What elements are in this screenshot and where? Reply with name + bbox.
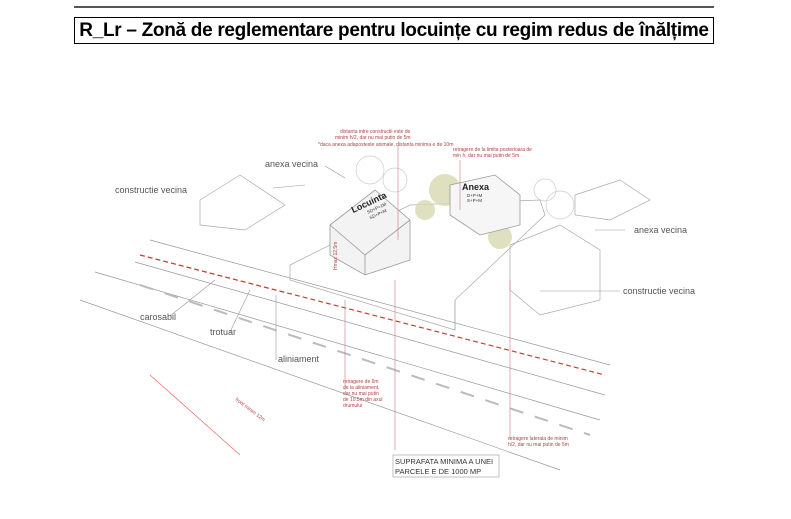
label-constructie-vecina-left: constructie vecina	[115, 185, 187, 195]
note-distanta-1: distanta intre constructii este de	[340, 129, 411, 135]
label-anexa-vecina-left: anexa vecina	[265, 159, 318, 169]
note-aliniament-4: de 10.5m din axul	[343, 397, 382, 403]
note-aliniament-2: de la aliniament,	[343, 385, 379, 391]
note-posterioara-2: min h, dar nu mai putin de 5m	[453, 153, 519, 159]
note-posterioara-1: retragere de la limita posterioara de	[453, 147, 532, 153]
label-aliniament: aliniament	[278, 354, 320, 364]
label-anexa-vecina-right: anexa vecina	[634, 225, 687, 235]
label-leaders	[169, 165, 625, 360]
note-suprafata-1: SUPRAFATA MINIMA A UNEI	[395, 457, 493, 466]
note-distanta-2: minim h/2, dar nu mai putin de 5m	[335, 135, 411, 141]
road	[79, 239, 611, 471]
house-locuinta	[329, 189, 411, 276]
note-laterala-2: h/2, dar nu mai putin de 5m	[508, 442, 569, 448]
label-carosabil: carosabil	[140, 312, 176, 322]
annotation-lines	[149, 145, 511, 456]
title-box: R_Lr – Zonă de reglementare pentru locui…	[74, 17, 714, 44]
label-constructie-vecina-right: constructie vecina	[623, 286, 695, 296]
alignment-limit-line	[139, 254, 606, 376]
note-aliniament-5: drumului	[343, 403, 362, 409]
label-trotuar: trotuar	[210, 327, 236, 337]
label-anexa-regim-1: D+P+M	[467, 193, 483, 198]
label-hmax: Hmax 12,5m	[333, 242, 339, 270]
header-rule	[74, 6, 714, 8]
trees	[415, 174, 512, 249]
note-distanta-3: *daca anexa adaposteste animale, distant…	[318, 142, 453, 148]
suprafata-box	[392, 454, 500, 478]
label-front: front minim 12m	[234, 397, 266, 423]
label-anexa-regim-2: S+P+M	[467, 198, 482, 203]
road-markings	[139, 284, 591, 436]
note-laterala-1: retragere laterala de minim	[508, 436, 568, 442]
parcel	[199, 174, 651, 331]
note-aliniament-1: retragere de 6m	[343, 379, 379, 385]
label-anexa: Anexa	[462, 182, 490, 192]
page-title: R_Lr – Zonă de reglementare pentru locui…	[79, 19, 709, 41]
neighbour-trees	[355, 155, 575, 220]
note-suprafata-2: PARCELE E DE 1000 MP	[395, 467, 481, 476]
annex-building	[449, 174, 521, 236]
note-aliniament-3: dar nu mai putin	[343, 391, 379, 397]
